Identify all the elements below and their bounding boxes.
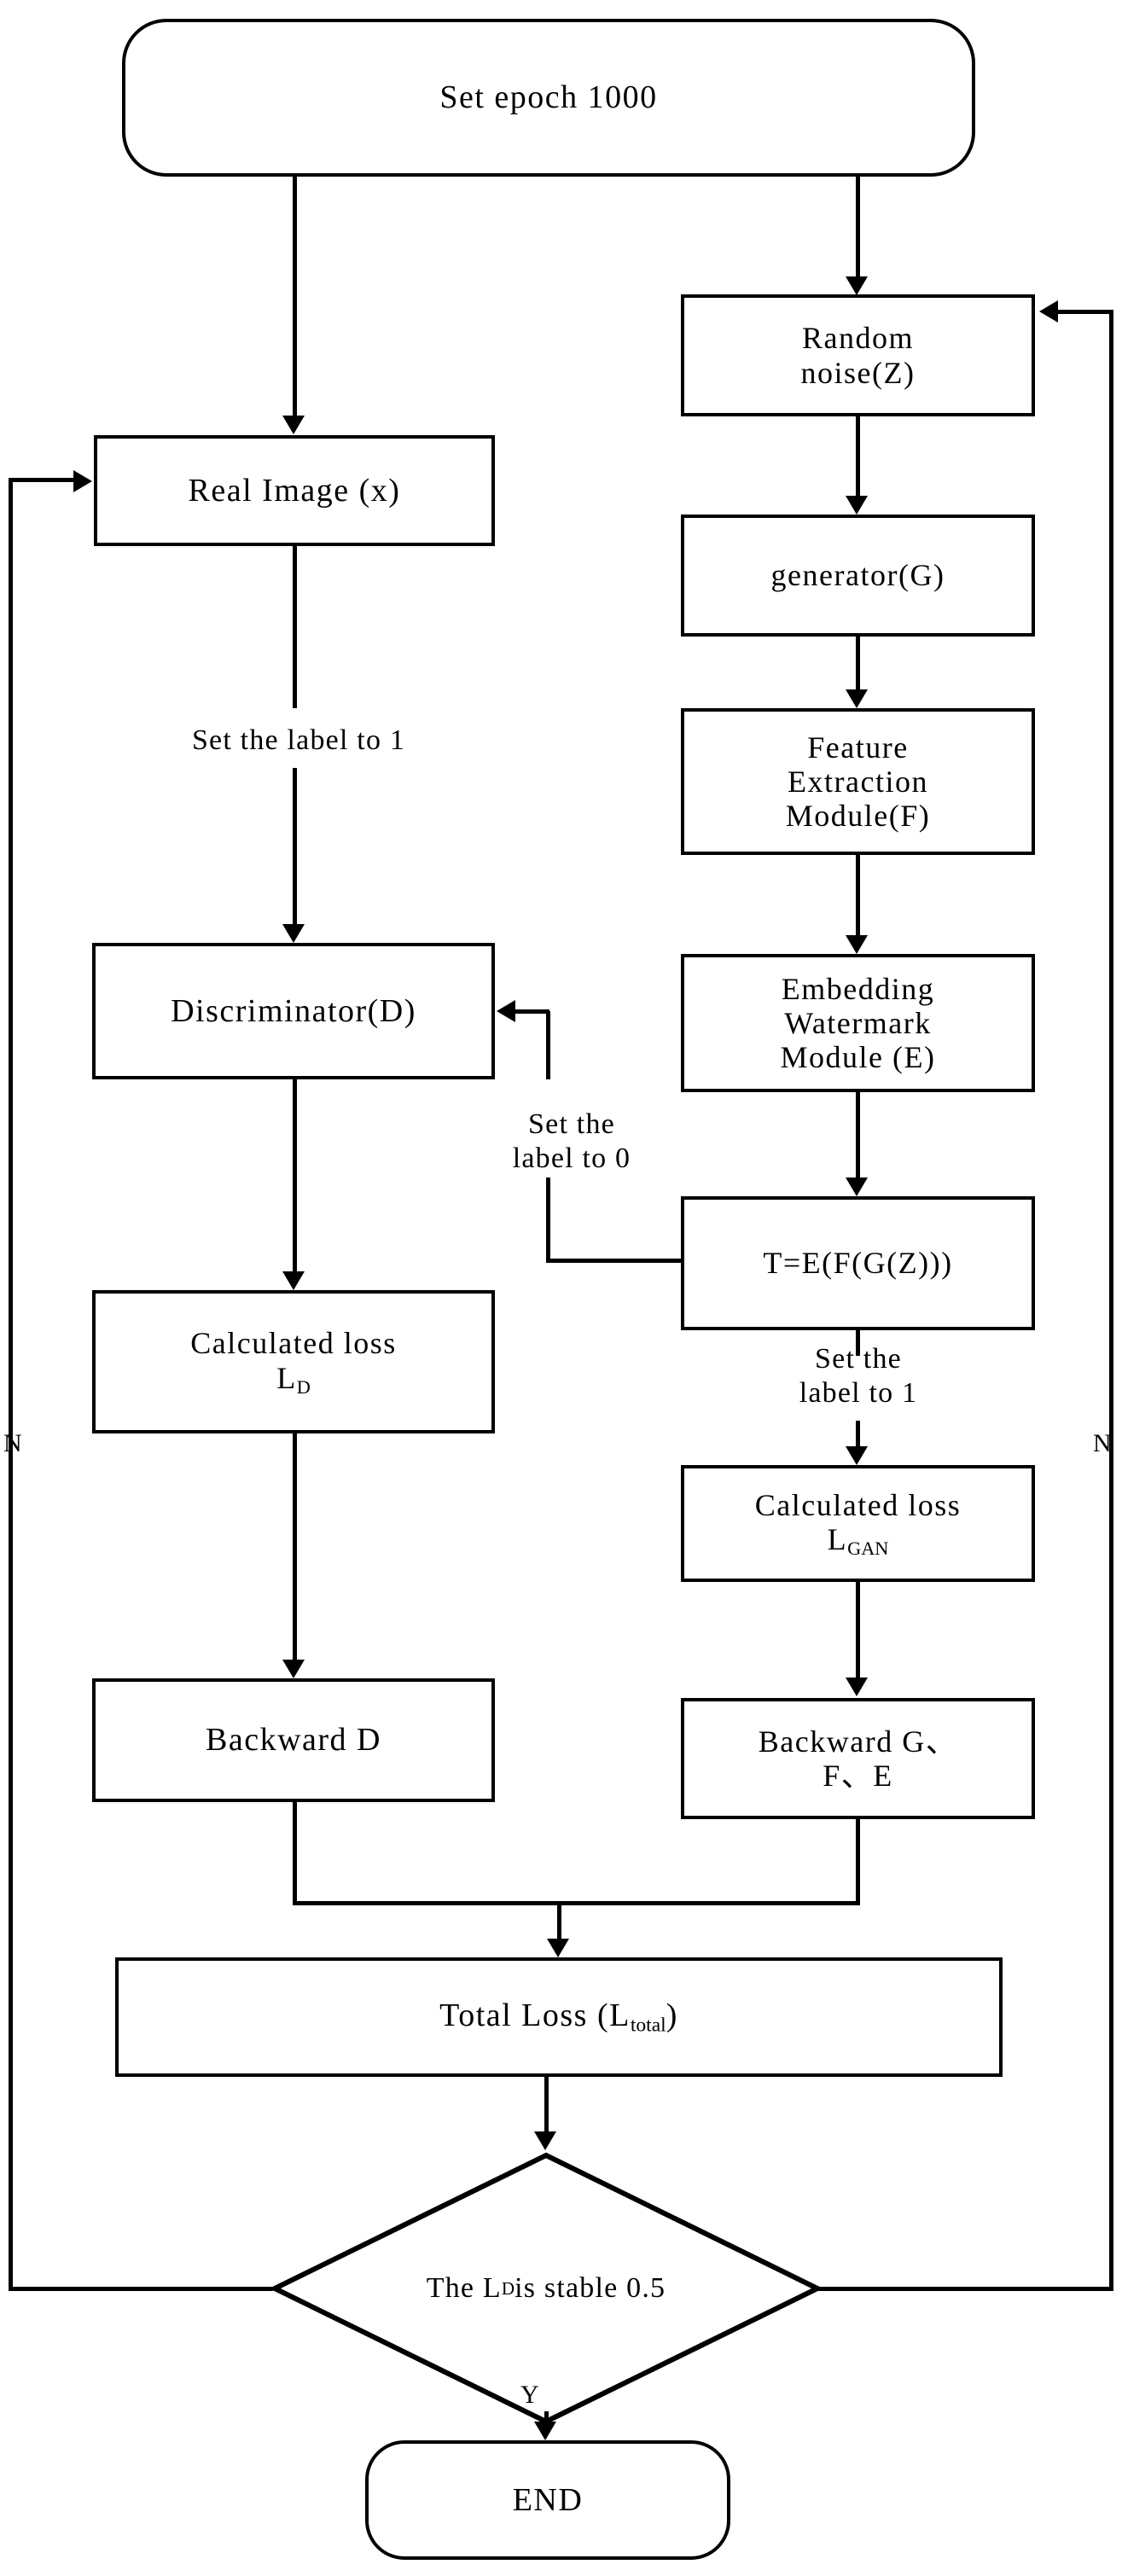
edge-label-no-right: N (1093, 1429, 1112, 1457)
node-random-noise[interactable]: Random noise(Z) (681, 294, 1035, 416)
arrowhead-start-to-real-image (282, 416, 305, 434)
edge-label0-to-discriminator-horizontal (515, 1009, 549, 1014)
edge-merge-horizontal (293, 1901, 860, 1905)
node-feature-extraction[interactable]: Feature Extraction Module(F) (681, 708, 1035, 855)
edge-real-image-to-label1 (293, 546, 297, 708)
node-backward-gfe-label: Backward G、 F、E (758, 1724, 958, 1793)
edge-feature-to-embedding (856, 855, 860, 935)
node-loss-gan-symbol: L (827, 1522, 848, 1557)
node-transform[interactable]: T=E(F(G(Z))) (681, 1196, 1035, 1330)
edge-loss-d-to-backward-d (293, 1433, 297, 1660)
edge-decision-no-left-horizontal (9, 2287, 273, 2291)
edge-label0-vertical-upper (546, 1011, 550, 1079)
arrowhead-generator-to-feature (846, 689, 868, 708)
arrowhead-start-to-random-noise (846, 276, 868, 295)
node-embedding-watermark[interactable]: Embedding Watermark Module (E) (681, 954, 1035, 1092)
node-total-loss[interactable]: Total Loss (Ltotal) (115, 1957, 1003, 2077)
arrowhead-random-noise-to-generator (846, 496, 868, 515)
node-decision-pre: The L (426, 2272, 502, 2304)
node-end[interactable]: END (365, 2440, 730, 2560)
node-loss-d-line1: Calculated loss (190, 1326, 397, 1361)
node-total-loss-post: ) (666, 1997, 678, 2034)
node-total-loss-pre: Total Loss (L (439, 1997, 631, 2034)
edge-generator-to-feature (856, 637, 860, 689)
arrowhead-feature-to-embedding (846, 935, 868, 954)
edge-no-right-to-random-noise (1058, 310, 1113, 314)
node-embedding-watermark-label: Embedding Watermark Module (E) (780, 971, 936, 1075)
node-loss-gan-subscript: GAN (847, 1538, 889, 1560)
node-feature-extraction-label: Feature Extraction Module(F) (785, 730, 931, 834)
node-discriminator-label: Discriminator(D) (171, 992, 416, 1029)
edge-no-left-vertical (9, 478, 13, 2289)
arrowhead-loss-d-to-backward-d (282, 1660, 305, 1678)
node-decision-subscript: D (501, 2277, 515, 2299)
node-loss-d[interactable]: Calculated loss LD (92, 1290, 495, 1433)
node-real-image-label: Real Image (x) (188, 472, 401, 509)
node-transform-label: T=E(F(G(Z))) (763, 1246, 953, 1281)
arrowhead-to-discriminator (282, 924, 305, 943)
edge-total-loss-to-decision (544, 2077, 549, 2131)
arrowhead-to-real-image-left (73, 470, 92, 492)
node-loss-gan-line1: Calculated loss (754, 1487, 962, 1522)
node-generator[interactable]: generator(G) (681, 515, 1035, 637)
arrowhead-to-total-loss (547, 1939, 569, 1957)
edge-decision-no-right-horizontal (817, 2287, 1113, 2291)
node-backward-d-label: Backward D (206, 1722, 381, 1759)
edge-embedding-to-transform (856, 1092, 860, 1178)
node-real-image[interactable]: Real Image (x) (94, 435, 495, 546)
edge-merge-to-total-loss (557, 1901, 561, 1939)
edge-backward-gfe-down (856, 1819, 860, 1903)
node-total-loss-subscript: total (630, 2014, 666, 2037)
node-backward-d[interactable]: Backward D (92, 1678, 495, 1802)
edge-loss-gan-to-backward-gfe (856, 1582, 860, 1678)
edge-transform-to-label1r (856, 1330, 860, 1356)
edge-label-set-label-to-1-right: Set the label to 1 (799, 1343, 918, 1410)
arrowhead-to-end (534, 2422, 556, 2440)
edge-no-left-to-real-image (9, 478, 73, 482)
node-random-noise-label: Random noise(Z) (800, 321, 916, 390)
arrowhead-to-decision (534, 2131, 556, 2150)
edge-discriminator-to-loss-d (293, 1079, 297, 1271)
node-loss-d-label: Calculated loss LD (96, 1326, 491, 1398)
edge-decision-to-end (544, 2411, 549, 2423)
node-loss-d-subscript: D (296, 1375, 311, 1398)
node-discriminator[interactable]: Discriminator(D) (92, 943, 495, 1079)
node-decision-post: is stable 0.5 (514, 2272, 666, 2304)
arrowhead-to-loss-gan (846, 1446, 868, 1465)
node-start-label: Set epoch 1000 (439, 79, 658, 116)
edge-no-right-vertical (1109, 310, 1113, 2289)
edge-label-yes: Y (520, 2381, 539, 2409)
edge-start-to-random-noise (856, 177, 860, 276)
edge-label-set-label-to-0: Set the label to 0 (512, 1108, 631, 1175)
node-loss-gan-label: Calculated loss LGAN (684, 1488, 1032, 1560)
edge-label1-to-discriminator (293, 768, 297, 924)
arrowhead-embedding-to-transform (846, 1178, 868, 1196)
arrowhead-to-random-noise-right (1039, 300, 1058, 323)
node-backward-gfe[interactable]: Backward G、 F、E (681, 1698, 1035, 1819)
node-end-label: END (512, 2481, 584, 2518)
edge-random-noise-to-generator (856, 416, 860, 496)
edge-transform-to-label0-horizontal (546, 1259, 683, 1263)
node-total-loss-label: Total Loss (Ltotal) (119, 1997, 999, 2037)
edge-backward-d-down (293, 1802, 297, 1903)
arrowhead-discriminator-to-loss-d (282, 1271, 305, 1290)
edge-label-set-label-to-1-left: Set the label to 1 (191, 724, 406, 756)
node-start[interactable]: Set epoch 1000 (122, 19, 975, 177)
edge-label0-vertical (546, 1178, 550, 1259)
edge-start-to-real-image (293, 177, 297, 416)
arrowhead-loss-gan-to-backward-gfe (846, 1678, 868, 1696)
arrowhead-to-discriminator-right (497, 1000, 515, 1022)
node-generator-label: generator(G) (770, 558, 945, 593)
node-loss-d-symbol: L (276, 1360, 297, 1395)
edge-label1r-to-loss-gan (856, 1421, 860, 1446)
node-loss-gan[interactable]: Calculated loss LGAN (681, 1465, 1035, 1582)
